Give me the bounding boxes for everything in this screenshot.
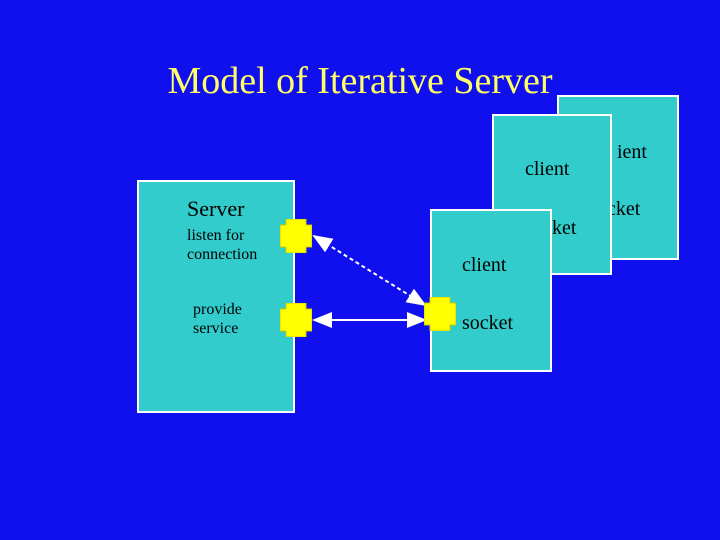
listen-for-connection-label: listen for connection <box>187 227 258 264</box>
socket-label-front: socket <box>462 312 514 334</box>
server-box: Server listen for connection provide ser… <box>137 180 295 413</box>
client-label-back: ient <box>617 141 647 163</box>
socket-label-back: cket <box>607 198 641 220</box>
server-listen-socket-plug-icon <box>280 219 312 253</box>
socket-label-middle: ket <box>552 217 577 239</box>
page-title: Model of Iterative Server <box>167 60 553 102</box>
client-socket-plug-icon <box>424 297 456 331</box>
server-service-socket-plug-icon <box>280 303 312 337</box>
client-box-front: client socket <box>430 209 552 372</box>
client-label-middle: client <box>525 158 570 180</box>
provide-service-label: provide service <box>193 301 242 338</box>
dashed-connection-arrow <box>312 234 427 307</box>
server-label: Server <box>187 196 245 221</box>
client-label-front: client <box>462 254 507 276</box>
